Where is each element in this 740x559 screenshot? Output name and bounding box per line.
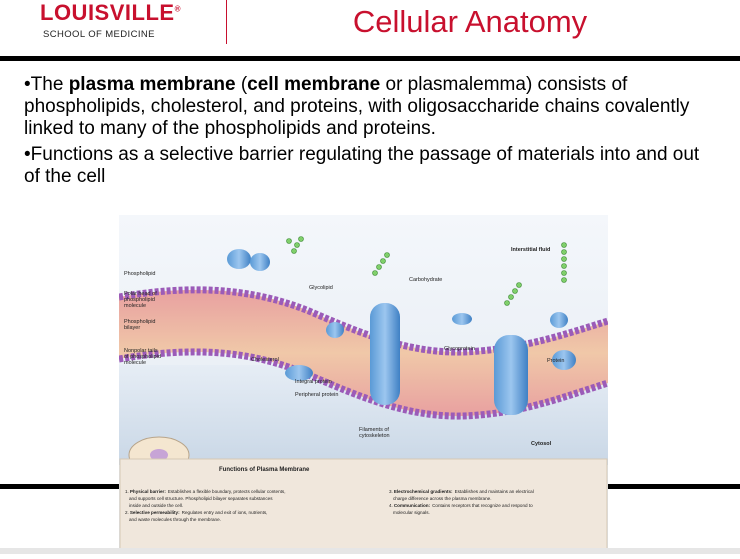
label-peripheral-protein: Peripheral protein [295,392,338,398]
slide-title: Cellular Anatomy [352,4,588,39]
bullet-text: ( [235,74,248,95]
bottom-strip [0,548,740,554]
label-polar-head-2: phospholipid [124,297,155,303]
label-bilayer-2: bilayer [124,325,140,331]
label-glycolipid: Glycolipid [309,285,333,291]
function-item-3: 3.Electrochemical gradients:Establishes … [389,489,534,494]
logo-subtitle: SCHOOL OF MEDICINE [43,29,155,40]
university-logo: LOUISVILLE® [40,0,181,25]
function-item-1-line-3: inside and outside the cell. [129,503,183,508]
label-glycoprotein: Glycoprotein [444,346,475,352]
label-polar-head-3: molecule [124,303,146,309]
function-item-4-line-2: molecular signals. [393,510,430,515]
label-nonpolar-1: Nonpolar tails [124,348,158,354]
bold-term: cell membrane [247,74,381,95]
label-nonpolar-2: of phospholipid [124,354,161,360]
function-item-3-line-2: charge difference across the plasma memb… [393,496,491,501]
label-polar-head-1: Polar head of [124,291,157,297]
bullet-list: •The plasma membrane (cell membrane or p… [24,74,714,192]
function-item-1-line-2: and supports cell structure. Phospholipi… [129,496,273,501]
slide-header: LOUISVILLE® SCHOOL OF MEDICINE Cellular … [0,0,740,58]
function-item-2: 2.Selective permeability:Regulates entry… [125,510,267,515]
label-filaments-2: cytoskeleton [359,433,390,439]
bullet-text: or plasmalemma) consists of phospholipid… [24,74,690,139]
bullet-plasma-membrane: •The plasma membrane (cell membrane or p… [24,74,714,140]
label-interstitial-fluid: Interstitial fluid [511,247,550,253]
label-protein: Protein [547,358,564,364]
label-cholesterol: Cholesterol [251,357,279,363]
header-rule [0,56,740,61]
bullet-text: The [30,74,69,95]
bullet-selective-barrier: •Functions as a selective barrier regula… [24,144,714,188]
label-integral-protein: Integral protein [295,379,332,385]
functions-title: Functions of Plasma Membrane [219,467,310,473]
bullet-text: Functions as a selective barrier regulat… [24,144,700,187]
header-divider [226,0,227,44]
function-item-1: 1.Physical barrier:Establishes a flexibl… [125,489,286,494]
label-carbohydrate: Carbohydrate [409,277,442,283]
function-item-2-line-2: and waste molecules through the membrane… [129,517,221,522]
label-bilayer-1: Phospholipid [124,319,156,325]
bullet-marker: • [24,144,31,165]
membrane-illustration: Interstitial fluid Phospholipid Polar he… [118,215,610,554]
label-phospholipid: Phospholipid [124,271,156,277]
label-cytosol: Cytosol [531,441,552,447]
label-filaments-1: Filaments of [359,427,389,433]
plasma-membrane-figure: Interstitial fluid Phospholipid Polar he… [118,215,610,554]
label-nonpolar-3: molecule [124,360,146,366]
function-item-4: 4.Communication:Contains receptors that … [389,503,533,508]
bullet-marker: • [24,74,31,95]
bold-term: plasma membrane [68,74,236,95]
